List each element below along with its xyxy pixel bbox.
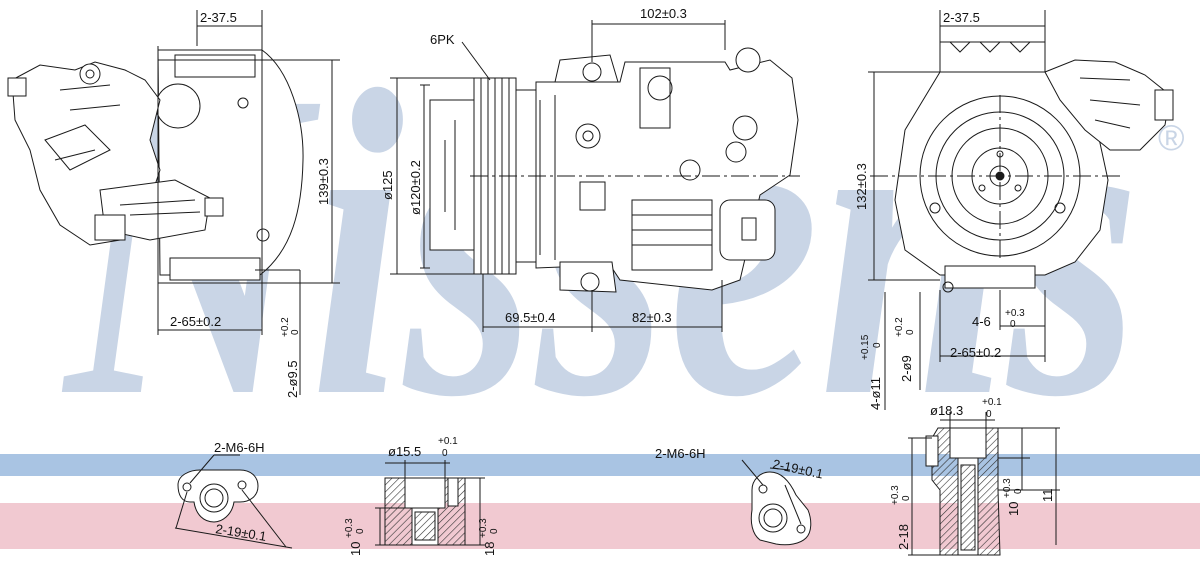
port-2-side-label: 11 — [1040, 489, 1055, 503]
port-2-height-tol-upper: +0.3 — [890, 485, 901, 505]
pulley-inner-dia-label: ø120±0.2 — [408, 160, 423, 215]
left-top-bracket — [174, 54, 256, 78]
belt-type-label: 6PK — [430, 32, 455, 47]
right-bolt-tol-upper: +0.15 — [860, 334, 871, 360]
right-mounting-plate — [939, 41, 1046, 73]
port-1-depth-tol-lower: 0 — [355, 528, 366, 534]
port-2-height-label: 2-18 — [896, 524, 911, 550]
left-bottom-width-label: 2-65±0.2 — [170, 314, 221, 329]
port-1-dia-label: ø15.5 — [388, 444, 421, 459]
left-hole-tol-upper: +0.2 — [280, 317, 291, 337]
port-2-dia-tol-upper: +0.1 — [982, 397, 1002, 408]
right-bolt-tol-lower: 0 — [872, 342, 883, 348]
left-bottom-bracket — [169, 257, 261, 281]
pulley-outer-dia-label: ø125 — [380, 170, 395, 200]
right-bolt-dia-label: 4-ø11 — [868, 377, 883, 410]
right-slot-label: 4-6 — [972, 314, 991, 329]
port-1-thread-label: 2-M6-6H — [214, 440, 265, 455]
port-2-bore — [758, 503, 788, 533]
left-side-view — [7, 10, 340, 395]
offset-left-label: 69.5±0.4 — [505, 310, 556, 325]
port-1-depth-tol-upper: +0.3 — [344, 518, 355, 538]
port-1-flange — [174, 454, 293, 549]
right-hole-tol-lower: 0 — [905, 329, 916, 335]
left-height-label: 139±0.3 — [316, 158, 331, 205]
port-1-bolt-right — [237, 480, 247, 490]
port-2-bolt-bottom — [796, 524, 806, 534]
port-1-height-tol-lower: 0 — [489, 528, 500, 534]
right-height-label: 132±0.3 — [854, 163, 869, 210]
port-1-depth-label: 10 — [348, 542, 363, 556]
right-side-view — [868, 10, 1174, 410]
right-hole-dia-label: 2-ø9 — [899, 355, 914, 382]
center-front-view — [390, 20, 800, 332]
right-slot-tol-upper: +0.3 — [1005, 308, 1025, 319]
port-1-height-tol-upper: +0.3 — [478, 518, 489, 538]
port-2-depth-tol-upper: +0.3 — [1002, 478, 1013, 498]
port-1-height-label: 18 — [482, 542, 497, 556]
port-2-dia-label: ø18.3 — [930, 403, 963, 418]
left-hole-dia-label: 2-ø9.5 — [285, 360, 300, 398]
left-top-width-label: 2-37.5 — [200, 10, 237, 25]
right-hole-tol-upper: +0.2 — [894, 317, 905, 337]
port-2-depth-label: 10 — [1006, 502, 1021, 516]
port-1-bore — [199, 483, 229, 513]
left-port-circle — [155, 83, 201, 129]
port-2-depth-tol-lower: 0 — [1013, 488, 1024, 494]
right-slot-tol-lower: 0 — [1010, 319, 1016, 330]
left-hole-tol-lower: 0 — [290, 329, 301, 335]
port-1-dia-tol-lower: 0 — [442, 448, 448, 459]
port-2-flange — [741, 459, 812, 546]
port-2-height-tol-lower: 0 — [901, 495, 912, 501]
right-bottom-width-label: 2-65±0.2 — [950, 345, 1001, 360]
port-2-thread-label: 2-M6-6H — [655, 446, 706, 461]
blue-band — [0, 454, 1200, 476]
port-1-section — [375, 460, 485, 546]
port-2-section — [908, 412, 1060, 556]
center-top-width-label: 102±0.3 — [640, 6, 687, 21]
right-top-width-label: 2-37.5 — [943, 10, 980, 25]
port-2-dia-tol-lower: 0 — [986, 409, 992, 420]
port-1-bolt-left — [182, 482, 192, 492]
offset-right-label: 82±0.3 — [632, 310, 672, 325]
port-1-dia-tol-upper: +0.1 — [438, 436, 458, 447]
